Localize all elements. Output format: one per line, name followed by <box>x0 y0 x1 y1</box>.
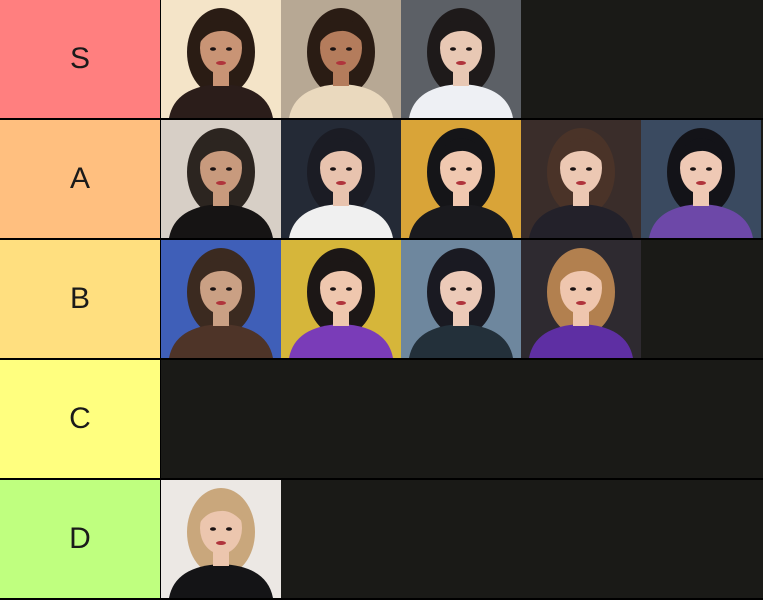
tier-label-c[interactable]: C <box>0 360 161 478</box>
portrait-woman-denim-overalls[interactable] <box>401 0 521 118</box>
portrait-woman-space-buns[interactable] <box>521 240 641 358</box>
portrait-woman-blonde-bob-hoops[interactable] <box>161 480 281 598</box>
tier-items-d[interactable] <box>161 480 763 598</box>
portrait-woman-white-sleeve[interactable] <box>281 120 401 238</box>
tier-row-d: D <box>0 480 763 598</box>
tier-row-a: A <box>0 120 763 238</box>
tier-label-a[interactable]: A <box>0 120 161 238</box>
portrait-woman-purple-collar[interactable] <box>281 240 401 358</box>
tier-row-b: B <box>0 240 763 358</box>
portrait-woman-drop-earrings[interactable] <box>641 120 761 238</box>
tier-row-s: S <box>0 0 763 118</box>
portrait-woman-braid-cream-top[interactable] <box>281 0 401 118</box>
tier-items-b[interactable] <box>161 240 763 358</box>
tier-label-b[interactable]: B <box>0 240 161 358</box>
portrait-woman-colorful-leaves[interactable] <box>161 0 281 118</box>
portrait-woman-dark-mesh-outfit[interactable] <box>401 240 521 358</box>
tier-row-c: C <box>0 360 763 478</box>
tier-items-a[interactable] <box>161 120 763 238</box>
portrait-woman-leather-top-blue-wall[interactable] <box>161 240 281 358</box>
portrait-woman-bob-choker[interactable] <box>401 120 521 238</box>
tier-label-s[interactable]: S <box>0 0 161 118</box>
portrait-woman-hoop-earring[interactable] <box>521 120 641 238</box>
portrait-woman-high-ponytail[interactable] <box>161 120 281 238</box>
tier-items-c[interactable] <box>161 360 763 478</box>
tier-label-d[interactable]: D <box>0 480 161 598</box>
tier-items-s[interactable] <box>161 0 763 118</box>
